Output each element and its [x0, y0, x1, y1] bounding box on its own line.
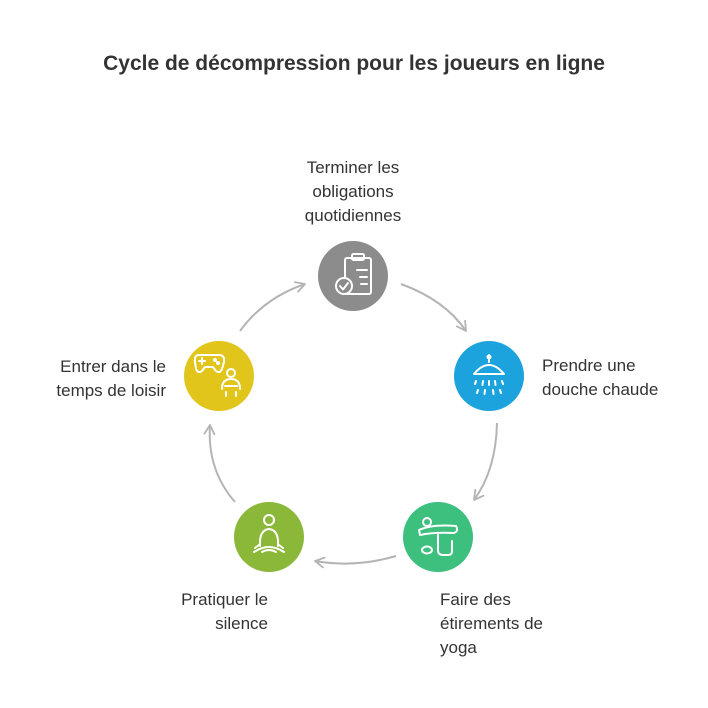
step-node-2 — [454, 341, 524, 411]
step-node-5 — [184, 341, 254, 411]
step-label-5: Entrer dans le temps de loisir — [20, 355, 166, 403]
step-label-3-line-2: étirements de — [440, 614, 543, 633]
step-circle-4 — [234, 502, 304, 572]
step-node-3 — [403, 502, 473, 572]
step-label-3: Faire des étirements de yoga — [440, 588, 600, 660]
step-label-1-line-2: obligations — [312, 182, 394, 201]
step-label-1-line-3: quotidiennes — [304, 206, 402, 225]
step-label-4-line-2: silence — [215, 614, 268, 633]
step-circle-5 — [184, 341, 254, 411]
shower-icon — [473, 354, 505, 395]
diagram-title: Cycle de décompression pour les joueurs … — [103, 52, 605, 75]
cycle-arrow-5-1 — [239, 281, 306, 332]
step-label-2: Prendre une douche chaude — [542, 354, 702, 402]
yoga-stretch-icon — [418, 517, 459, 556]
step-node-4 — [234, 502, 304, 572]
step-label-2-line-2: douche chaude — [542, 380, 659, 399]
clipboard-check-icon — [335, 253, 372, 295]
step-label-4: Pratiquer le silence — [120, 588, 268, 636]
meditation-icon — [253, 514, 285, 553]
step-label-3-line-3: yoga — [440, 638, 477, 657]
cycle-arrow-4-5 — [203, 424, 236, 503]
step-label-2-line-1: Prendre une — [542, 356, 636, 375]
step-label-4-line-1: Pratiquer le — [181, 590, 268, 609]
step-label-1-line-1: Terminer les — [306, 158, 400, 177]
step-label-3-line-1: Faire des — [440, 590, 511, 609]
step-circle-1 — [318, 241, 388, 311]
step-circle-2 — [454, 341, 524, 411]
gamer-icon — [193, 354, 241, 397]
cycle-arrow-1-2 — [400, 283, 467, 332]
step-label-5-line-2: temps de loisir — [56, 381, 166, 400]
cycle-arrow-3-4 — [314, 555, 397, 569]
cycle-arrow-2-3 — [473, 422, 498, 501]
step-node-1 — [318, 241, 388, 311]
step-label-5-line-1: Entrer dans le — [60, 357, 166, 376]
step-label-1: Terminer les obligations quotidiennes — [253, 156, 453, 228]
